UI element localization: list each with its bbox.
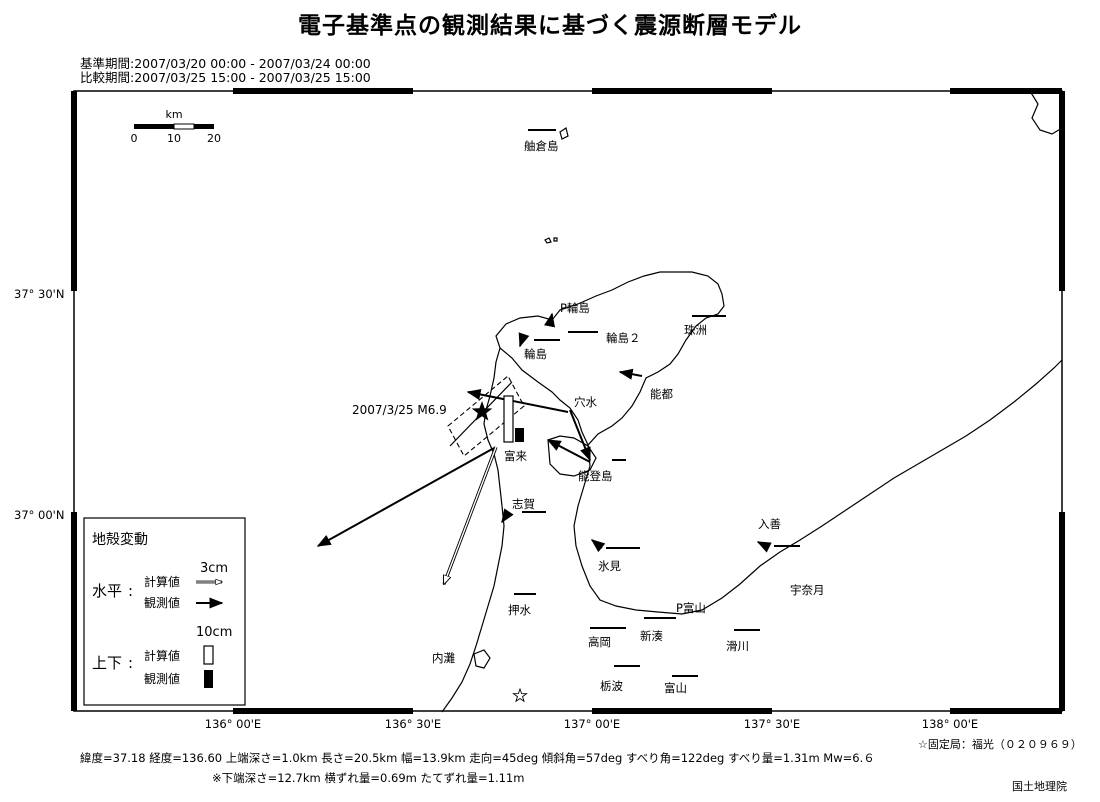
- legend-h-scale: 3cm: [200, 561, 228, 576]
- calculated-horizontal-arrows: [442, 446, 498, 584]
- arrow-notojima: [546, 439, 591, 463]
- arrow-himi: [590, 539, 606, 553]
- station-p-toyama: P富山: [676, 601, 706, 615]
- lon-label-138-00: 138° 00'E: [922, 717, 978, 731]
- station-noto: 能都: [650, 387, 673, 401]
- station-labels: 舳倉島 P輪島 輪島２ 珠洲 輪島 能都 穴水 富来 能登島 志賀 入善 氷見 …: [432, 139, 825, 695]
- legend-h-colon: :: [128, 582, 133, 600]
- epicenter-star-icon: [471, 401, 493, 421]
- scale-bar-tick-20: 20: [207, 132, 221, 145]
- noto-peninsula-coast: [495, 271, 725, 447]
- legend-v-calc: 計算値: [144, 648, 180, 663]
- station-tonami: 栃波: [600, 679, 623, 693]
- frame-scale-blocks: [71, 88, 1065, 714]
- page-title: 電子基準点の観測結果に基づく震源断層モデル: [298, 13, 802, 39]
- station-shika: 志賀: [512, 497, 535, 511]
- legend-v-scale: 10cm: [196, 625, 232, 640]
- station-nyuzen: 入善: [758, 517, 781, 531]
- legend-calc-bar: [203, 645, 214, 665]
- station-p-wajima: P輪島: [560, 301, 590, 315]
- legend-v-obs: 観測値: [144, 671, 180, 686]
- arrow-shika: [501, 508, 514, 524]
- legend-title: 地殻変動: [92, 531, 148, 548]
- fixed-station-star-icon: [512, 687, 528, 703]
- fault-parameters-line-2: ※下端深さ=12.7km 横ずれ量=0.69m たてずれ量=1.11m: [212, 771, 525, 785]
- lon-label-136-30: 136° 30'E: [385, 717, 441, 731]
- arrow-anamizu-south: [569, 409, 591, 462]
- compare-period: 比較期間:2007/03/25 15:00 - 2007/03/25 15:00: [80, 70, 371, 85]
- ne-coast: [1029, 90, 1063, 135]
- lon-label-137-30: 137° 30'E: [744, 717, 800, 731]
- station-oshimizu: 押水: [508, 603, 531, 617]
- arrow-togi: [316, 447, 495, 547]
- station-vertical-ticks: [514, 129, 800, 677]
- station-wajima-2: 輪島２: [606, 331, 641, 345]
- legend-obs-bar: [204, 670, 213, 688]
- station-uchinada: 内灘: [432, 651, 455, 665]
- station-unazuki: 宇奈月: [790, 583, 825, 597]
- fixed-station-note: ☆固定局：福光（０２０９６９）: [918, 738, 1082, 751]
- lat-label-37-00: 37° 00'N: [14, 508, 64, 522]
- arrow-noto: [618, 368, 643, 380]
- legend: 地殻変動 3cm 水平 : 計算値 観測値 10cm 上下 : 計算値 観測値: [83, 517, 246, 706]
- arrow-wajima: [518, 332, 530, 348]
- station-namerikawa: 滑川: [726, 639, 749, 653]
- legend-horizontal: 水平: [92, 582, 122, 600]
- base-period: 基準期間:2007/03/20 00:00 - 2007/03/24 00:00: [80, 56, 371, 71]
- arrow-p-wajima: [544, 312, 556, 328]
- togi-vertical-calc: [503, 395, 514, 443]
- station-takaoka: 高岡: [588, 635, 611, 649]
- credit: 国土地理院: [1012, 780, 1067, 793]
- legend-h-obs: 観測値: [144, 595, 180, 610]
- epicenter-label: 2007/3/25 M6.9: [352, 403, 447, 417]
- station-hegurajima: 舳倉島: [524, 139, 559, 153]
- togi-vertical-obs: [515, 428, 524, 442]
- legend-vertical: 上下: [92, 654, 122, 672]
- lon-label-137-00: 137° 00'E: [564, 717, 620, 731]
- nanao-bay-islands: [547, 435, 597, 477]
- scale-bar-tick-0: 0: [131, 132, 138, 145]
- lat-label-37-30: 37° 30'N: [14, 287, 64, 301]
- fault-parameters-line-1: 緯度=37.18 経度=136.60 上端深さ=1.0km 長さ=20.5km …: [80, 751, 875, 765]
- kahoku-lagoon: [473, 649, 491, 669]
- vertical-displacement-bars: [503, 395, 524, 443]
- scale-bar-tick-10: 10: [167, 132, 181, 145]
- legend-h-calc: 計算値: [144, 574, 180, 589]
- station-togi: 富来: [504, 449, 527, 463]
- arrow-nyuzen: [756, 541, 772, 553]
- lon-label-136-00: 136° 00'E: [205, 717, 261, 731]
- station-wajima: 輪島: [524, 347, 547, 361]
- station-shinminato: 新湊: [640, 629, 663, 643]
- station-suzu: 珠洲: [684, 323, 707, 337]
- station-himi: 氷見: [598, 559, 621, 573]
- scale-bar-unit: km: [165, 108, 182, 121]
- scale-bar: km 0 10 20: [131, 108, 222, 145]
- observed-horizontal-arrows: [316, 312, 772, 553]
- station-anamizu: 穴水: [574, 395, 597, 409]
- toyama-bay-coast: [573, 359, 1063, 615]
- nanatsu-islets: [544, 237, 558, 244]
- station-toyama: 富山: [664, 681, 687, 695]
- hegura-island: [559, 127, 569, 140]
- station-notojima: 能登島: [578, 469, 613, 483]
- legend-v-colon: :: [128, 654, 133, 672]
- arrow-anamizu-west: [466, 388, 569, 413]
